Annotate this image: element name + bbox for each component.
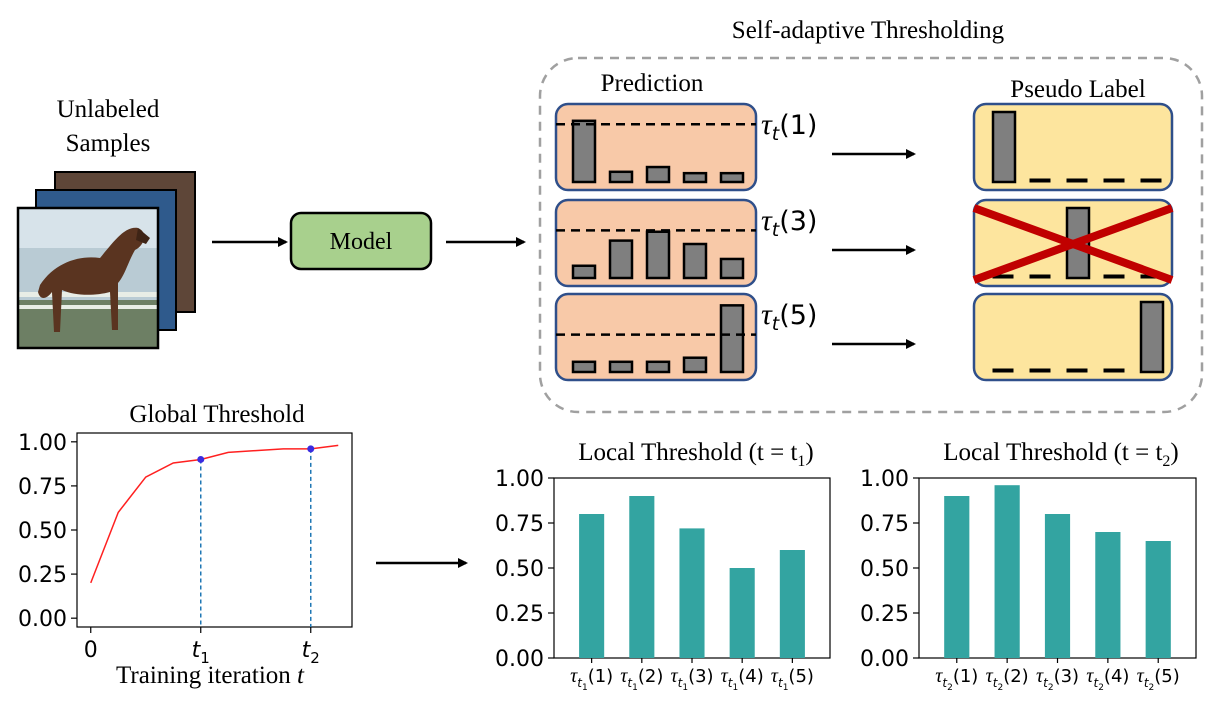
prediction-bar (719, 171, 745, 184)
local-ytick-label: 0.75 (495, 512, 544, 537)
global-marker-point (197, 455, 205, 463)
global-chart-title: Global Threshold (129, 401, 305, 428)
pseudo-label-bar (992, 368, 1014, 373)
global-xtick-label: t1 (192, 638, 210, 667)
prediction-bar (608, 360, 634, 374)
local-threshold-bar (729, 568, 755, 658)
prediction-box (554, 102, 758, 192)
unlabeled-label-line1: Unlabeled (57, 96, 160, 123)
pseudo-label-bar (991, 110, 1017, 184)
reject-cross-line (972, 204, 1174, 284)
sample-image-horse (18, 208, 158, 348)
pseudo-label-bar (1029, 178, 1051, 183)
pseudo-label-bar (1103, 274, 1125, 279)
local-xtick-label: τt2(1) (935, 665, 978, 693)
local-threshold-bar (1095, 532, 1121, 658)
prediction-bar (571, 119, 597, 184)
local-ytick-label: 0.50 (860, 557, 909, 582)
unlabeled-label-line2: Samples (66, 130, 151, 157)
global-xtick-label: t2 (302, 638, 320, 667)
local-ytick-label: 0.75 (860, 512, 909, 537)
local-threshold-bar (1145, 541, 1171, 658)
prediction-bar (682, 242, 708, 280)
prediction-bar (682, 171, 708, 184)
local-threshold-bar (1044, 514, 1071, 658)
pseudo-label-bar (1066, 178, 1088, 183)
local-xtick-label: τt1(4) (721, 665, 764, 693)
sat-title: Self-adaptive Thresholding (732, 17, 1005, 44)
global-ytick-label: 0.50 (18, 519, 67, 544)
global-threshold-chart: 0.00 0.25 0.50 0.75 1.00 0 t1 t2 (18, 431, 353, 667)
pseudo-label-bar (1103, 178, 1125, 183)
prediction-title: Prediction (601, 70, 704, 97)
local-threshold-bar (779, 550, 805, 658)
local-ytick-label: 1.00 (860, 467, 909, 492)
local1-title: Local Threshold (t = t1) (578, 439, 813, 470)
local-ytick-label: 0.25 (860, 602, 909, 627)
model-box: Model (289, 211, 433, 271)
prediction-bar (719, 257, 745, 280)
local-xtick-label: τt2(5) (1137, 665, 1180, 693)
threshold-row-3: τt(5) (554, 292, 1174, 382)
local-threshold-bar (629, 496, 655, 658)
prediction-bar (571, 264, 597, 280)
local-ytick-label: 0.00 (860, 647, 909, 672)
local-ytick-label: 1.00 (495, 467, 544, 492)
pseudo-label-bar (1140, 178, 1162, 183)
prediction-bar (608, 170, 634, 184)
pseudo-label-box (972, 102, 1174, 192)
local2-title: Local Threshold (t = t2) (943, 439, 1178, 470)
global-ytick-label: 0.00 (18, 607, 67, 632)
local-threshold-chart-t2: 0.000.250.500.751.00τt2(1)τt2(2)τt2(3)τt… (860, 467, 1197, 693)
prediction-bar (682, 356, 708, 374)
prediction-bar (608, 239, 634, 280)
local-xtick-label: τt1(5) (771, 665, 814, 693)
local-xtick-label: τt1(2) (620, 665, 663, 693)
global-ytick-label: 1.00 (18, 431, 67, 456)
pseudo-label-box (972, 292, 1174, 382)
prediction-bar (719, 304, 745, 374)
prediction-bar (645, 230, 671, 280)
global-xlabel: Training iteration t (116, 662, 305, 689)
pseudo-label-bar (1029, 368, 1051, 373)
prediction-bar (571, 360, 597, 374)
threshold-label: τt(1) (761, 108, 817, 145)
pseudo-label-bar (1066, 368, 1088, 373)
local-xtick-label: τt2(3) (1036, 665, 1079, 693)
pseudo-label-bar (1029, 274, 1051, 279)
global-threshold-line (90, 444, 339, 584)
local-xtick-label: τt2(2) (986, 665, 1029, 693)
pseudo-label-title: Pseudo Label (1010, 76, 1145, 103)
local-ytick-label: 0.50 (495, 557, 544, 582)
model-label: Model (330, 229, 393, 255)
local-xtick-label: τt2(4) (1086, 665, 1129, 693)
global-ytick-label: 0.25 (18, 563, 67, 588)
global-xtick-label: 0 (84, 638, 98, 663)
threshold-label: τt(3) (761, 204, 817, 241)
local-ytick-label: 0.00 (495, 647, 544, 672)
threshold-row-2: τt(3) (554, 198, 1174, 288)
sample-image-stack (16, 171, 196, 350)
local-threshold-bar (679, 528, 705, 658)
local-xtick-label: τt1(3) (670, 665, 713, 693)
threshold-row-1: τt(1) (554, 102, 1174, 192)
local-threshold-bar (994, 485, 1020, 658)
local-ytick-label: 0.25 (495, 602, 544, 627)
prediction-bar (645, 360, 671, 374)
sat-dashed-frame (538, 56, 1204, 414)
local-threshold-bar (579, 514, 605, 658)
local-threshold-bar (944, 496, 970, 658)
global-ytick-label: 0.75 (18, 475, 67, 500)
pseudo-label-bar (1103, 368, 1125, 373)
prediction-bar (645, 165, 671, 184)
global-marker-point (307, 445, 315, 453)
local-threshold-chart-t1: 0.00 0.25 0.50 0.75 1.00 τt1(1)τt1(2)τt1(3) τt… (495, 467, 831, 693)
threshold-label: τt(5) (761, 298, 817, 335)
pseudo-label-bar (1139, 300, 1165, 374)
threshold-rows: τt(1) τt(3) τt(5) (554, 102, 1174, 382)
local-xtick-label: τt1(1) (570, 665, 613, 693)
